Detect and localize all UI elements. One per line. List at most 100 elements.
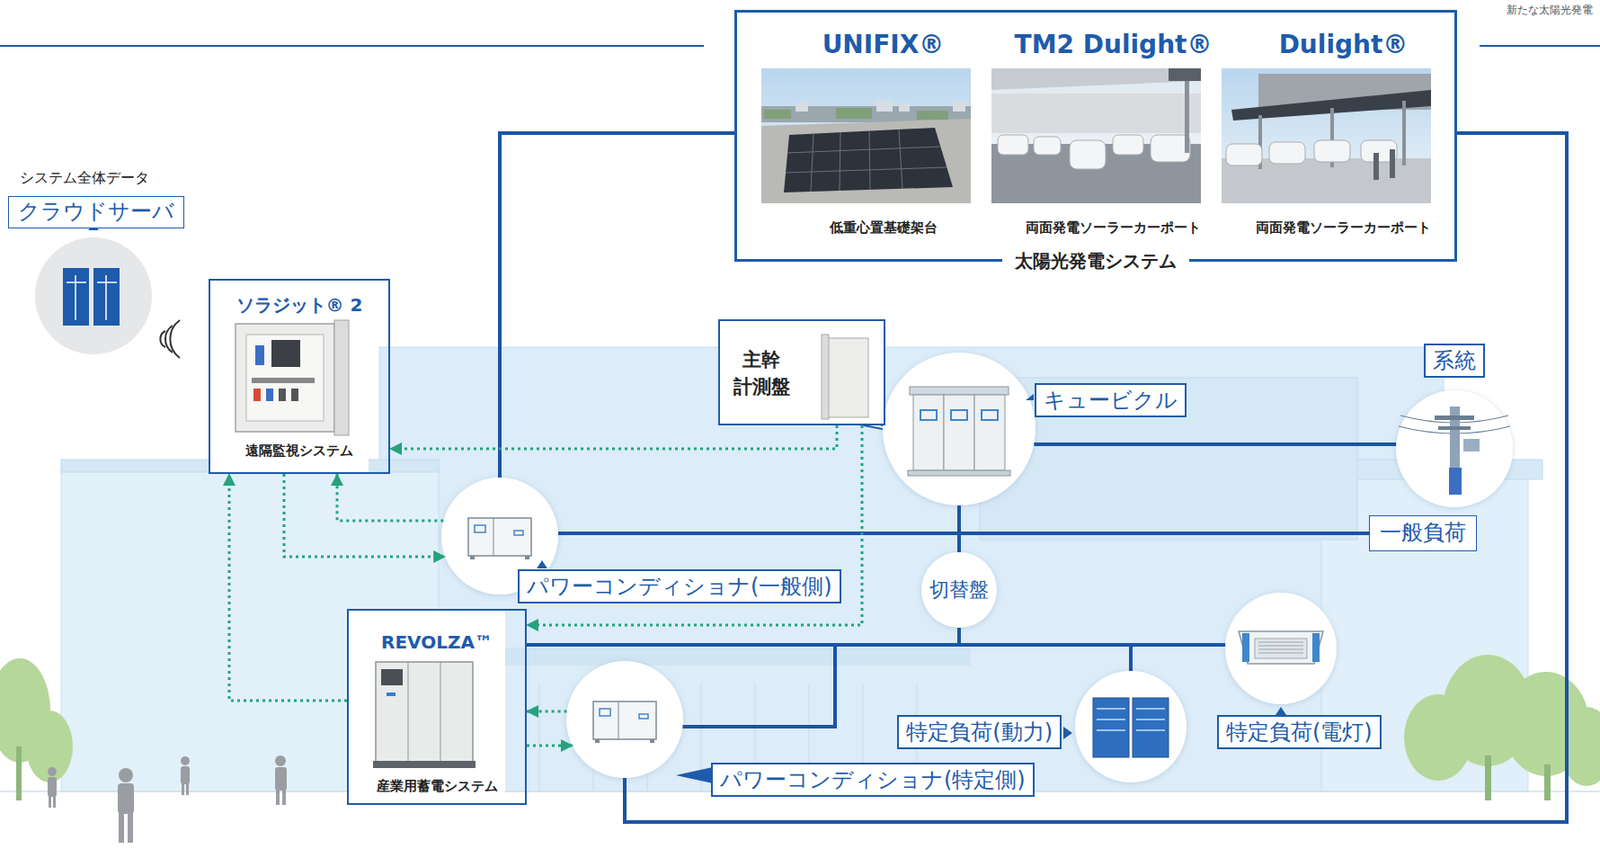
drawing-part: [869, 131, 871, 190]
drawing-part: [381, 668, 403, 685]
product-name: REVOLZA™: [348, 630, 525, 654]
power-line: [683, 627, 960, 727]
drawing-part: [47, 766, 57, 776]
drawing-part: [1093, 697, 1129, 757]
drawing-part: [835, 107, 872, 119]
data-connector: [390, 425, 837, 449]
drawing-part: [127, 811, 134, 843]
product-name: UNIFIX®: [764, 28, 1003, 62]
data-connector: [526, 710, 568, 713]
wireless-symbol: [160, 320, 180, 358]
load-label: 一般負荷: [1369, 515, 1476, 550]
pcs-icon: [468, 517, 532, 560]
drawing-part: [53, 794, 56, 808]
drawing-part: [761, 68, 971, 204]
power-line: [957, 505, 961, 552]
drawing-part: [1479, 44, 1600, 47]
drawing-part: [186, 782, 189, 795]
drawing-part: [255, 345, 265, 365]
drawing-part: [266, 388, 274, 401]
drawing-part: [826, 337, 869, 418]
drawing-part: [275, 788, 280, 805]
data-connector: [526, 744, 573, 747]
drawing-part: [117, 782, 134, 814]
drawing-part: [1463, 438, 1480, 452]
drawing-part: [764, 107, 949, 120]
product-caption: 遠隔監視システム: [210, 440, 389, 461]
drawing-part: [62, 267, 89, 326]
drawing-part: [1448, 467, 1462, 495]
drawing-part: [1258, 100, 1406, 169]
server-label: クラウドサーバ: [8, 196, 184, 227]
drawing-part: [821, 334, 829, 419]
drawing-part: [795, 100, 966, 112]
equipment-circle: パワーコンディショナ(一般側): [441, 477, 559, 595]
group-title: 太陽光発電システム: [1002, 248, 1190, 274]
drawing-part: [761, 118, 971, 204]
drawing-part: [951, 409, 968, 420]
drawing-part: [1226, 143, 1263, 166]
product-caption: 低重心置基礎架台: [764, 219, 1003, 237]
data-connector: [229, 473, 347, 701]
power-line: [526, 627, 960, 645]
drawing-part: [991, 68, 1201, 90]
drawing-part: [718, 319, 886, 426]
drawing-part: [916, 110, 949, 120]
system-frame: 太陽光発電システムUNIFIX®低重心置基礎架台TM2 Dulight®両面発電…: [734, 9, 1458, 262]
drawing-part: [943, 394, 975, 471]
drawing-part: [1395, 390, 1513, 507]
drawing-part: [898, 129, 903, 189]
drawing-part: [93, 267, 120, 326]
drawing-part: [1221, 68, 1432, 204]
product-name: ソラジット® 2: [210, 293, 389, 317]
drawing-part: [1312, 632, 1320, 662]
drawing-part: [66, 281, 87, 284]
drawing-part: [991, 68, 1201, 204]
callout-label: 主幹 計測盤: [732, 346, 791, 400]
label-pointer: [1063, 726, 1073, 739]
meter-panel-callout: [718, 319, 901, 433]
drawing-part: [979, 377, 1358, 540]
power-line: [499, 133, 735, 478]
drawing-part: [246, 334, 324, 421]
equipment-label: キュービクル: [1034, 382, 1187, 418]
drawing-part: [251, 377, 315, 383]
drawing-part: [913, 394, 944, 471]
drawing-part: [981, 409, 998, 420]
drawing-part: [1258, 645, 1304, 647]
drawing-part: [16, 746, 22, 800]
drawing-part: [991, 93, 1201, 134]
drawing-part: [1226, 140, 1397, 166]
drawing-part: [1254, 638, 1307, 658]
drawing-part: [180, 765, 190, 784]
drawing-part: [920, 409, 937, 420]
equipment-label: 特定負荷(動力): [897, 714, 1062, 749]
drawing-part: [1258, 641, 1304, 653]
equipment-label: パワーコンディショナ(特定側): [711, 762, 1035, 797]
drawing-part: [1136, 707, 1165, 710]
drawing-part: [379, 346, 1444, 792]
drawing-part: [118, 811, 125, 843]
data-connector: [337, 473, 444, 521]
drawing-part: [1096, 707, 1126, 710]
label-pointer: [675, 766, 713, 783]
drawing-part: [1373, 152, 1379, 180]
drawing-part: [795, 102, 809, 112]
drawing-part: [275, 766, 287, 791]
drawing-part: [974, 394, 1005, 471]
drawing-part: [291, 388, 299, 401]
equipment-circle: キュービクル: [882, 352, 1036, 506]
data-connector: [284, 473, 445, 557]
drawing-part: [876, 100, 893, 112]
drawing-part: [921, 551, 997, 628]
drawing-part: [1544, 764, 1551, 800]
equipment-label: パワーコンディショナ(一般側): [517, 568, 842, 604]
label-pointer: [536, 560, 548, 569]
drawing-part: [253, 388, 261, 401]
product-panel: UNIFIX® 低重心置基礎架台: [764, 25, 1003, 250]
drawing-part: [334, 320, 349, 436]
drawing-part: [66, 275, 117, 320]
product-name: TM2 Dulight®: [994, 28, 1233, 62]
power-line: [959, 627, 1131, 671]
page-header-fragment: 新たな太陽光発電: [1506, 2, 1593, 18]
